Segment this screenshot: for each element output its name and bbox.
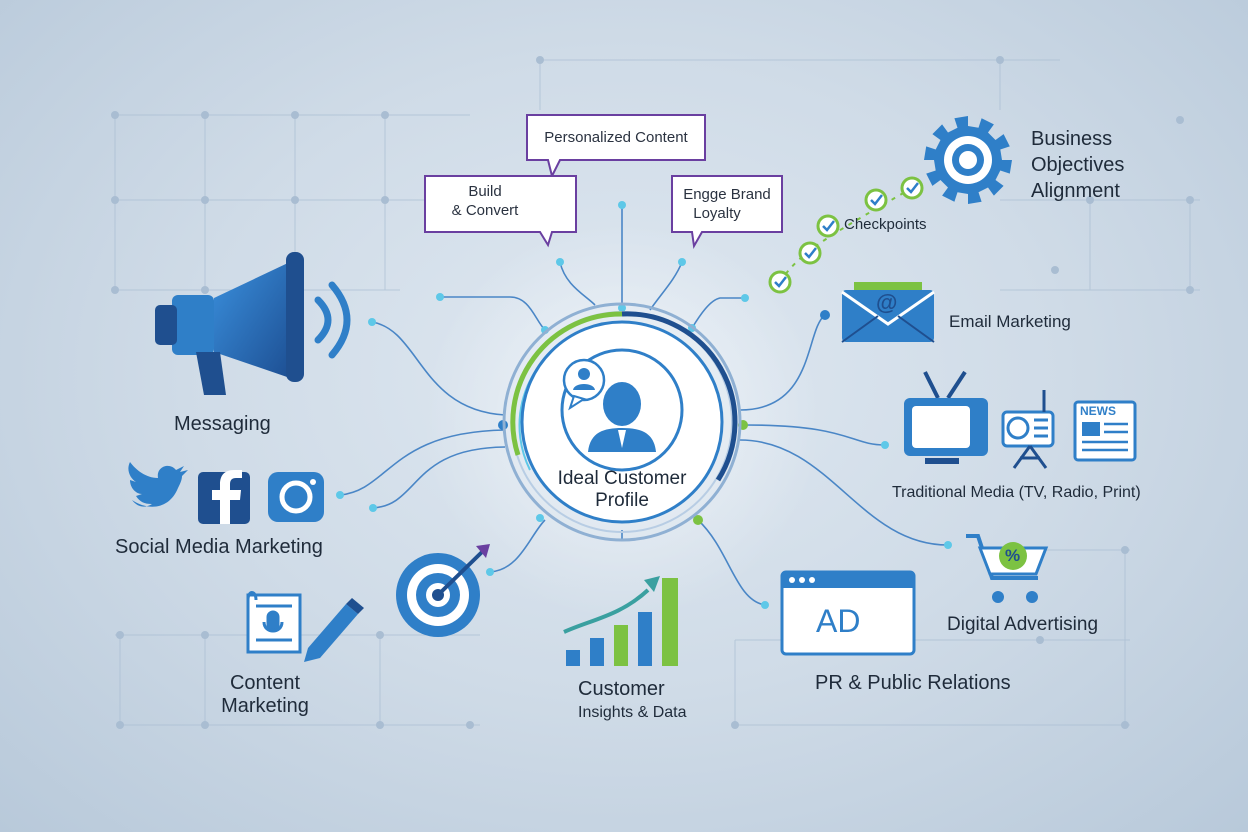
background-grid — [114, 59, 1200, 726]
connector-messaging — [371, 321, 506, 416]
label-insights: Customer Insights & Data — [578, 678, 687, 722]
connector-pr — [697, 519, 766, 606]
label-business-line2: Objectives — [1031, 154, 1125, 176]
label-content: Content Marketing — [210, 672, 320, 718]
connector-social — [339, 429, 506, 496]
pencil-icon — [304, 598, 364, 662]
bubble-personalized — [526, 114, 706, 179]
radio-icon — [1001, 390, 1055, 469]
label-pr: PR & Public Relations — [815, 672, 1011, 694]
profile-ring — [560, 348, 684, 472]
check-icon — [768, 270, 792, 294]
ad-browser-icon — [780, 570, 916, 656]
gear-ring-2 — [959, 151, 977, 169]
percent-icon-text: % — [1005, 546, 1021, 565]
chat-user-icon — [562, 358, 606, 411]
check-icon — [900, 176, 924, 200]
label-business-line1: Business — [1031, 128, 1113, 150]
connector-top-left — [440, 296, 546, 331]
news-icon-text: NEWS — [1080, 404, 1116, 418]
ad-icon-text: AD — [816, 603, 861, 639]
twitter-icon — [128, 462, 188, 507]
connector-target — [489, 519, 546, 573]
label-business-line3: Alignment — [1031, 180, 1120, 202]
bubble-build-line2: & Convert — [451, 201, 519, 219]
label-insights-line2: Insights & Data — [578, 704, 687, 721]
grid-dots — [111, 56, 1194, 729]
megaphone-icon — [155, 252, 351, 395]
instagram-icon — [268, 472, 324, 522]
label-business: Business Objectives Alignment — [1031, 126, 1124, 204]
label-insights-line1: Customer — [578, 678, 665, 700]
bubble-build-line1: Build — [468, 183, 502, 200]
bubble-loyalty — [671, 175, 783, 250]
document-mic-icon — [246, 591, 302, 654]
check-icon — [864, 188, 888, 212]
shopping-cart-icon — [966, 534, 1049, 603]
target-icon — [396, 544, 490, 637]
connector-social-2 — [372, 446, 506, 509]
label-social: Social Media Marketing — [115, 536, 323, 558]
label-checkpoints: Checkpoints — [844, 216, 927, 233]
bubble-build — [424, 175, 577, 248]
label-traditional: Traditional Media (TV, Radio, Print) — [892, 484, 1141, 501]
connector-top-right — [691, 297, 745, 329]
check-icon — [798, 241, 822, 265]
label-content-line2: Marketing — [221, 695, 309, 717]
bubble-loyalty-line1: Engge Brand — [683, 186, 771, 203]
insights-chart-icon — [563, 576, 678, 666]
at-icon-text: @ — [876, 290, 898, 315]
bubble-personalized-text: Personalized Content — [544, 129, 688, 146]
label-digital: Digital Advertising — [947, 614, 1099, 635]
connector-traditional — [744, 424, 886, 446]
checkpoints-icons — [768, 176, 924, 294]
center-title-line1: Ideal Customer — [557, 468, 687, 489]
label-content-line1: Content — [229, 672, 301, 694]
connector-build — [559, 261, 596, 306]
bubble-build-text: Build & Convert — [425, 183, 545, 221]
connectors — [339, 205, 949, 606]
connector-digital — [739, 439, 949, 546]
center-hub — [502, 302, 742, 542]
check-icon — [816, 214, 840, 238]
tv-icon — [904, 370, 988, 464]
email-icon — [841, 282, 935, 343]
user-icon — [588, 382, 656, 452]
center-title-line2: Profile — [595, 489, 649, 511]
label-messaging: Messaging — [174, 413, 271, 435]
bubble-loyalty-text: Engge Brand Loyalty — [672, 186, 782, 224]
bubble-loyalty-line2: Loyalty — [693, 204, 741, 222]
gear-icon — [924, 116, 1012, 204]
connector-loyalty — [649, 261, 683, 311]
connector-email — [739, 314, 826, 411]
facebook-icon — [198, 470, 250, 524]
connector-dots — [336, 201, 952, 609]
label-email: Email Marketing — [949, 312, 1071, 331]
center-title: Ideal Customer Profile — [542, 468, 702, 512]
newspaper-icon — [1073, 400, 1137, 462]
